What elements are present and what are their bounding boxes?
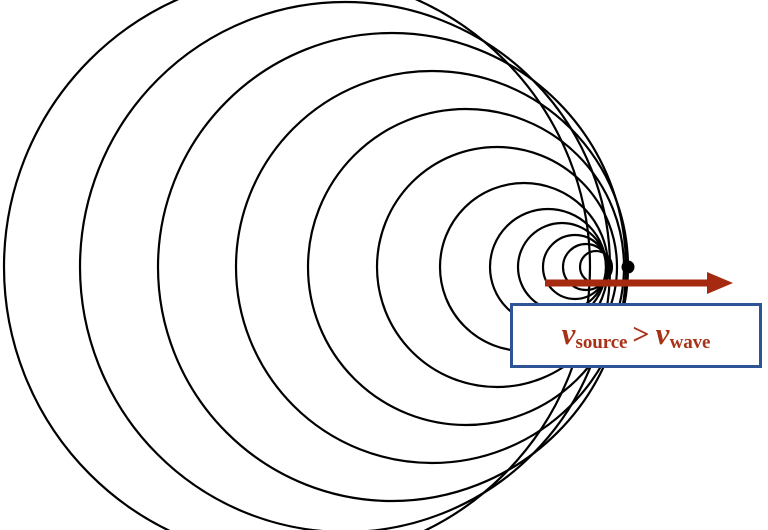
moving-source-dot bbox=[621, 260, 635, 274]
velocity-arrow bbox=[545, 272, 733, 294]
wavefront-10 bbox=[541, 233, 609, 301]
wavefront-6 bbox=[375, 145, 619, 389]
v-wave-symbol: v bbox=[655, 316, 670, 352]
velocity-comparison-box: vsource>vwave bbox=[510, 303, 762, 368]
v-wave-subscript: wave bbox=[669, 332, 711, 354]
v-source-subscript: source bbox=[575, 332, 628, 354]
greater-than-symbol: > bbox=[632, 318, 650, 352]
v-source-symbol: v bbox=[561, 316, 576, 352]
velocity-comparison-label: vsource>vwave bbox=[562, 316, 711, 354]
wavefront-11 bbox=[561, 242, 611, 292]
velocity-arrow-head bbox=[707, 272, 733, 294]
source-dot bbox=[621, 260, 635, 274]
wavefront-1 bbox=[2, 0, 592, 530]
